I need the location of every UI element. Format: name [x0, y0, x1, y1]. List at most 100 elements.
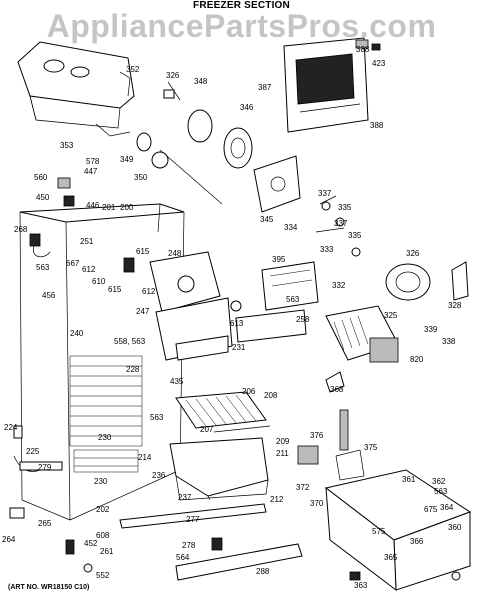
callout: 338: [442, 337, 456, 346]
callout: 447: [84, 167, 98, 176]
bracket-345-drawing: [253, 155, 301, 213]
callout: 375: [364, 443, 378, 452]
callout: 335: [348, 231, 362, 240]
callout: 563: [150, 413, 164, 422]
callout: 450: [36, 193, 50, 202]
callout: 361: [402, 475, 416, 484]
callout: 360: [448, 523, 462, 532]
small-parts-drawing: [9, 177, 461, 581]
icemaker-820-drawing: [325, 305, 399, 363]
callout: 615: [136, 247, 150, 256]
callout: 334: [284, 223, 298, 232]
callout: 372: [296, 483, 310, 492]
art-number: (ART NO. WR18150 C10): [8, 584, 90, 591]
callout: 612: [142, 287, 156, 296]
callout: 264: [2, 535, 16, 544]
callout: 452: [84, 539, 98, 548]
callout: 231: [232, 343, 246, 352]
callout: 345: [260, 215, 274, 224]
callout: 348: [194, 77, 208, 86]
cover-258-drawing: [235, 309, 307, 343]
freezer-basket-drawing: [169, 437, 269, 501]
callout-labels: 352 326 348 346 349 350 353 578 447 560 …: [2, 45, 462, 590]
auger-motor-drawing: [385, 261, 469, 301]
callout: 335: [338, 203, 352, 212]
callout: 608: [96, 531, 110, 540]
panel-395-drawing: [261, 261, 319, 311]
wire-shelf-drawing: [175, 391, 271, 433]
callout: 237: [178, 493, 192, 502]
callout: 563: [434, 487, 448, 496]
callout: 563: [286, 295, 300, 304]
callout: 279: [38, 463, 52, 472]
callout: 236: [152, 471, 166, 480]
callout: 339: [424, 325, 438, 334]
callout: 353: [60, 141, 74, 150]
callout: 248: [168, 249, 182, 258]
callout: 261: [100, 547, 114, 556]
callout: 435: [170, 377, 184, 386]
auger-assembly-drawing: [136, 81, 253, 205]
callout: 207: [200, 425, 214, 434]
fan-assembly-drawing: [149, 251, 242, 313]
callout: 558, 563: [114, 337, 146, 346]
callout: 224: [4, 423, 18, 432]
callout: 366: [410, 537, 424, 546]
callout: 240: [70, 329, 84, 338]
callout: 352: [126, 65, 140, 74]
callout: 575: [372, 527, 386, 536]
callout: 258: [296, 315, 310, 324]
callout: 277: [186, 515, 200, 524]
callout: 247: [136, 307, 150, 316]
callout: 613: [230, 319, 244, 328]
callout: 332: [332, 281, 346, 290]
callout: 376: [310, 431, 324, 440]
callout: 365: [384, 553, 398, 562]
callout: 552: [96, 571, 110, 580]
callout: 326: [406, 249, 420, 258]
callout: 325: [384, 311, 398, 320]
callout: 363: [354, 581, 368, 590]
callout: 456: [42, 291, 56, 300]
callout: 230: [94, 477, 108, 486]
callout: 349: [120, 155, 134, 164]
callout: 265: [38, 519, 52, 528]
callout: 214: [138, 453, 152, 462]
callout: 268: [14, 225, 28, 234]
callout: 563: [36, 263, 50, 272]
callout: 388: [370, 121, 384, 130]
callout: 251: [80, 237, 94, 246]
callout: 228: [126, 365, 140, 374]
callout: 675: [424, 505, 438, 514]
callout: 370: [310, 499, 324, 508]
callout: 202: [96, 505, 110, 514]
callout: 350: [134, 173, 148, 182]
callout: 564: [176, 553, 190, 562]
dispenser-door-drawing: [283, 37, 381, 133]
callout: 208: [264, 391, 278, 400]
callout: 206: [242, 387, 256, 396]
callout: 610: [92, 277, 106, 286]
callout: 612: [82, 265, 96, 274]
callout: 362: [432, 477, 446, 486]
diagram-title: FREEZER SECTION: [193, 0, 290, 11]
callout: 326: [166, 71, 180, 80]
callout: 337: [334, 219, 348, 228]
bottom-rails-drawing: [119, 503, 303, 581]
callout: 230: [98, 433, 112, 442]
callout: 388: [356, 45, 370, 54]
callout: 278: [182, 541, 196, 550]
callout: 201: [102, 203, 116, 212]
callout: 288: [256, 567, 270, 576]
callout: 328: [448, 301, 462, 310]
callout: 225: [26, 447, 40, 456]
callout: 820: [410, 355, 424, 364]
watermark-text: AppliancePartsPros.com: [46, 8, 437, 44]
dispenser-housing-drawing: [297, 445, 472, 592]
callout: 337: [318, 189, 332, 198]
callout: 615: [108, 285, 122, 294]
callout: 395: [272, 255, 286, 264]
callout: 200: [120, 203, 134, 212]
callout: 446: [86, 201, 100, 210]
